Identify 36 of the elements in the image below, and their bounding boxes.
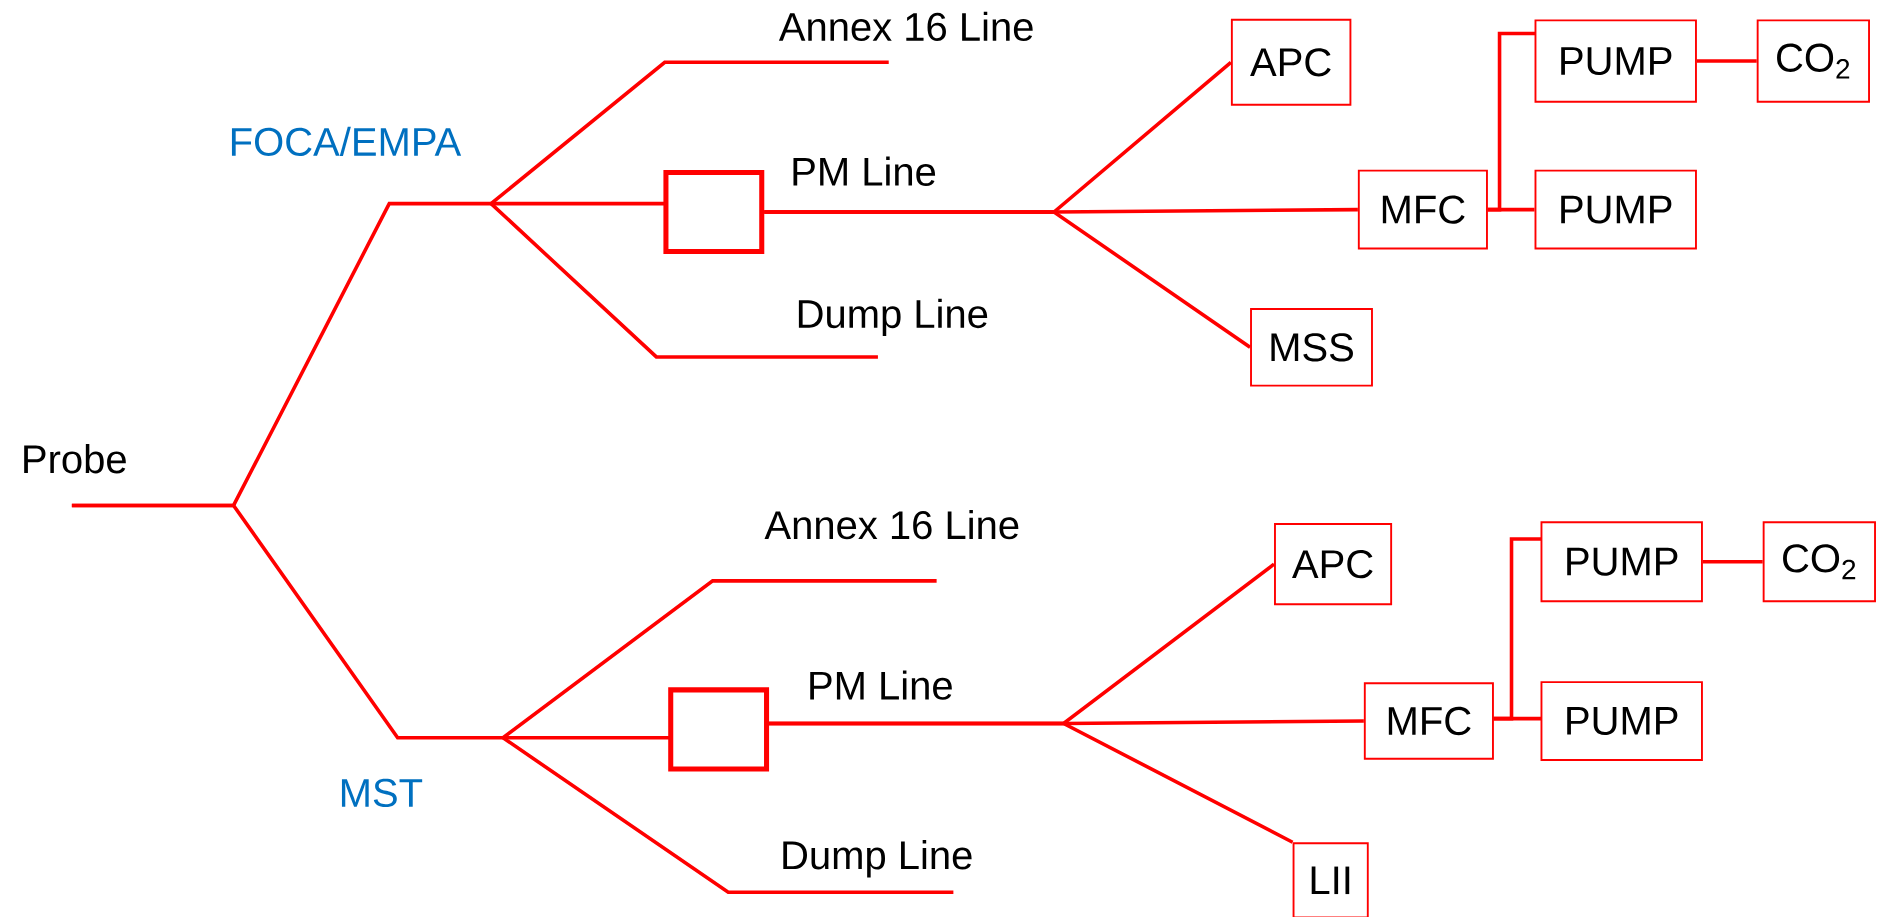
connector-line <box>71 503 504 740</box>
branch-label: MST <box>341 778 423 807</box>
line-label: Dump Line <box>783 839 972 878</box>
connector-line <box>501 578 937 739</box>
instrument-box: MFC <box>1363 682 1494 760</box>
connector-line <box>503 735 671 740</box>
instrument-box: LII <box>1292 842 1369 917</box>
connector-line <box>1493 716 1542 721</box>
connector-line <box>489 60 889 205</box>
instrument-box: MFC <box>1357 169 1488 250</box>
instrument-box: MSS <box>1250 307 1373 387</box>
connector-line <box>766 721 1294 844</box>
instrument-box: CO$_{2}$ <box>1756 19 1870 103</box>
instrument-box: PUMP <box>1540 680 1703 761</box>
line-label: Probe <box>24 443 126 474</box>
line-label: Dump Line <box>798 298 988 336</box>
instrument-box: CO$_{2}$ <box>1762 521 1876 602</box>
filter-box <box>668 687 770 772</box>
edge-label: PM Line <box>788 154 939 188</box>
instrument-box: PUMP <box>1540 521 1703 602</box>
edge-label: PM Line <box>804 668 956 702</box>
filter-box <box>663 169 765 254</box>
instrument-box: APC <box>1230 18 1352 106</box>
connector-line <box>764 210 1252 349</box>
line-label: Annex 16 Line <box>778 11 1033 41</box>
instrument-box: PUMP <box>1534 19 1697 103</box>
connector-line <box>491 201 666 206</box>
instrument-box: PUMP <box>1534 169 1697 250</box>
line-label: Annex 16 Line <box>764 509 1019 540</box>
branch-label: FOCA/EMPA <box>231 126 462 156</box>
connector-line <box>1487 207 1535 212</box>
connector-line <box>1702 559 1763 564</box>
instrument-box: APC <box>1274 522 1393 605</box>
connector-line <box>502 736 954 894</box>
connector-line <box>1696 59 1757 63</box>
connector-line <box>489 202 878 359</box>
